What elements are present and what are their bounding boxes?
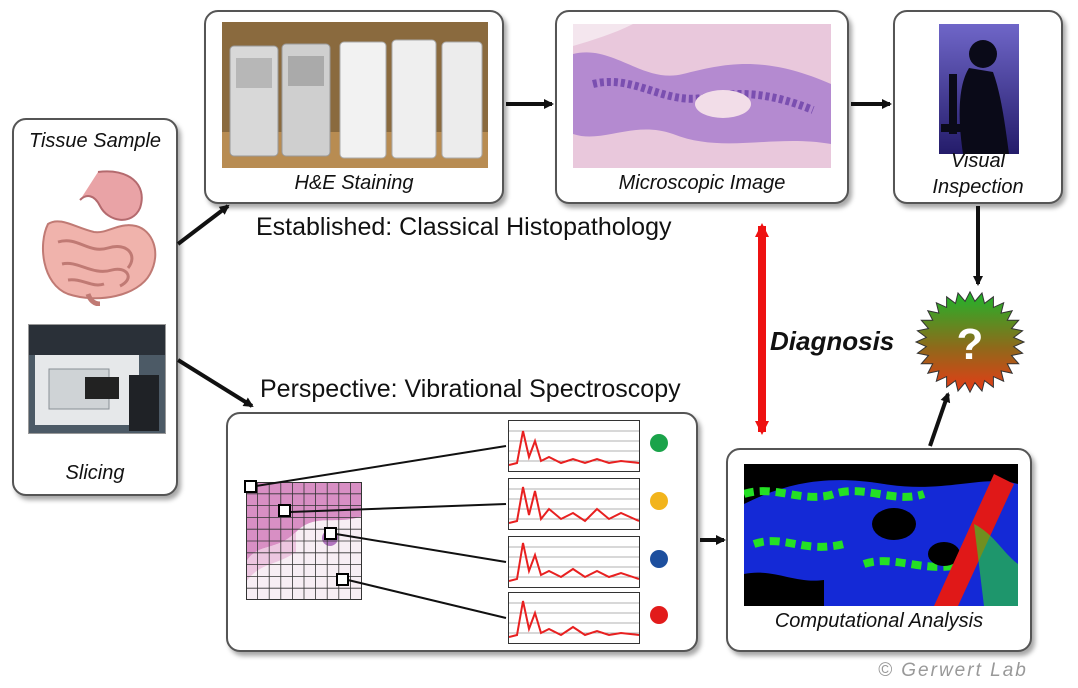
established-heading: Established: Classical Histopathology — [256, 213, 672, 241]
spectrum-panel-2 — [508, 478, 640, 530]
diagnosis-question-mark: ? — [957, 320, 984, 369]
spectrum-plot — [508, 542, 640, 582]
spectrum-plot — [508, 600, 640, 638]
spectrum-plot — [508, 430, 640, 466]
connector-line-1 — [255, 445, 507, 487]
he-staining-label: H&E Staining — [294, 172, 414, 194]
visual-inspection-label-2: Inspection — [932, 176, 1024, 198]
diagnosis-label: Diagnosis — [770, 326, 895, 356]
class-dot-green — [650, 434, 668, 452]
tissue-sample-label: Tissue Sample — [28, 130, 162, 152]
tissue-sample-box: Tissue Sample Slicing — [12, 118, 178, 496]
microscopic-image-label: Microscopic Image — [618, 172, 786, 194]
microtome-photo — [28, 324, 166, 434]
spectrum-plot — [508, 486, 640, 524]
connector-line-3 — [335, 533, 507, 563]
visual-inspection-label-1: Visual — [950, 150, 1006, 172]
spectrum-panel-4 — [508, 592, 640, 644]
connector-line-4 — [347, 579, 507, 619]
class-dot-yellow — [650, 492, 668, 510]
computational-analysis-label: Computational Analysis — [774, 610, 984, 632]
pixel-marker-3 — [324, 527, 337, 540]
connector-line-2 — [289, 503, 507, 513]
pixel-marker-1 — [244, 480, 257, 493]
spectrum-panel-3 — [508, 536, 640, 588]
class-dot-blue — [650, 550, 668, 568]
copyright-credit: © Gerwert Lab — [878, 660, 1028, 681]
pixel-marker-4 — [336, 573, 349, 586]
histology-micrograph — [573, 24, 831, 168]
arrow-computational-to-diagnosis — [928, 392, 951, 447]
staining-cassettes-photo — [222, 22, 488, 168]
classification-map — [744, 464, 1018, 606]
computational-analysis-box: Computational Analysis — [726, 448, 1032, 652]
diagnosis-starburst: ? — [914, 290, 1026, 394]
perspective-heading: Perspective: Vibrational Spectroscopy — [260, 375, 681, 403]
class-dot-red — [650, 606, 668, 624]
visual-inspection-box: Visual Inspection — [893, 10, 1063, 204]
he-staining-box: H&E Staining — [204, 10, 504, 204]
arrow-tissue-to-staining — [176, 204, 230, 246]
microscopic-image-box: Microscopic Image — [555, 10, 849, 204]
pixel-marker-2 — [278, 504, 291, 517]
intestine-illustration — [41, 170, 157, 306]
microscope-silhouette — [939, 24, 1019, 154]
spectrum-panel-1 — [508, 420, 640, 472]
arrow-tissue-to-spectroscopy — [176, 358, 254, 408]
slicing-label: Slicing — [65, 462, 125, 484]
